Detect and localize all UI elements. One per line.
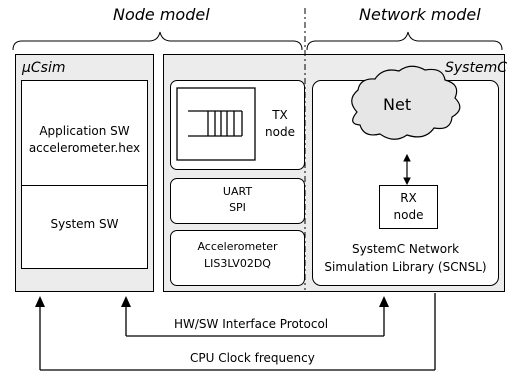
accelerometer-model-label: LIS3LV02DQ: [204, 257, 271, 270]
network-model-brace: [306, 31, 503, 51]
systemc-title: SystemC: [445, 60, 507, 76]
ucsim-title: μCsim: [22, 60, 66, 76]
network-model-header: Network model: [359, 5, 481, 24]
accelerometer-block: [170, 230, 305, 286]
application-hex-label: accelerometer.hex: [28, 141, 141, 155]
software-divider: [21, 185, 148, 187]
software-stack: [21, 80, 148, 269]
accelerometer-label: Accelerometer: [197, 240, 278, 253]
application-sw-label: Application SW: [39, 124, 130, 138]
system-sw-label: System SW: [50, 217, 119, 231]
rx-node-label-2: node: [393, 208, 424, 222]
rx-node-label-1: RX: [400, 191, 417, 205]
scnsl-label-2: Simulation Library (SCNSL): [324, 260, 487, 274]
spi-label: SPI: [229, 201, 246, 214]
net-cloud-label: Net: [383, 95, 412, 114]
tx-node-label-2: node: [265, 125, 295, 139]
scnsl-label-1: SystemC Network: [351, 242, 460, 256]
uart-label: UART: [222, 185, 253, 198]
uart-spi-block: [170, 178, 305, 224]
hw-sw-interface-label: HW/SW Interface Protocol: [172, 317, 331, 331]
node-model-brace: [12, 31, 303, 51]
tx-node-label-1: TX: [272, 108, 288, 122]
cpu-clock-label: CPU Clock frequency: [188, 351, 317, 365]
node-model-header: Node model: [113, 5, 210, 24]
rx-node-box: [379, 185, 438, 229]
